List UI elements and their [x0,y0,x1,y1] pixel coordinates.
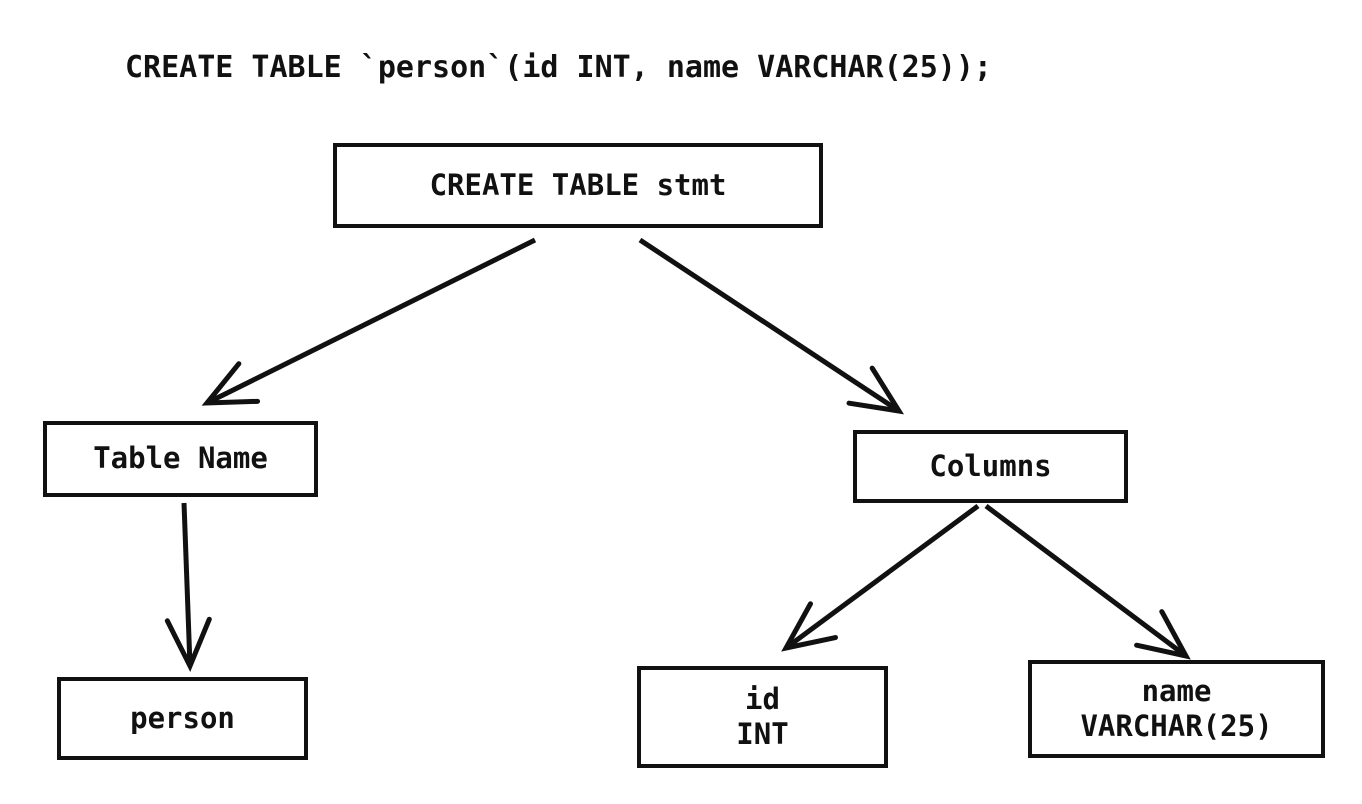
node-name-varchar-type: VARCHAR(25) [1080,709,1273,743]
node-create-table-stmt: CREATE TABLE stmt [333,143,823,228]
node-id-int-type: INT [736,717,789,751]
edge-columns-to-id [781,503,980,652]
node-person-label: person [130,700,235,735]
node-name-varchar: name VARCHAR(25) [1028,660,1325,758]
edge-root-to-columns [638,237,905,415]
node-id-int: id INT [637,666,888,768]
node-columns-label: Columns [929,448,1052,483]
edge-root-to-table-name [201,237,537,406]
sql-statement-text: CREATE TABLE `person`(id INT, name VARCH… [125,50,992,85]
node-table-name-label: Table Name [93,441,268,476]
node-columns: Columns [853,430,1128,503]
node-person: person [57,677,308,760]
edge-columns-to-name [984,504,1191,660]
node-table-name: Table Name [43,421,318,497]
node-name-varchar-name: name [1141,673,1212,708]
edge-table-name-to-person [164,502,212,673]
node-id-int-name: id [745,681,780,716]
node-create-table-stmt-label: CREATE TABLE stmt [429,167,727,202]
